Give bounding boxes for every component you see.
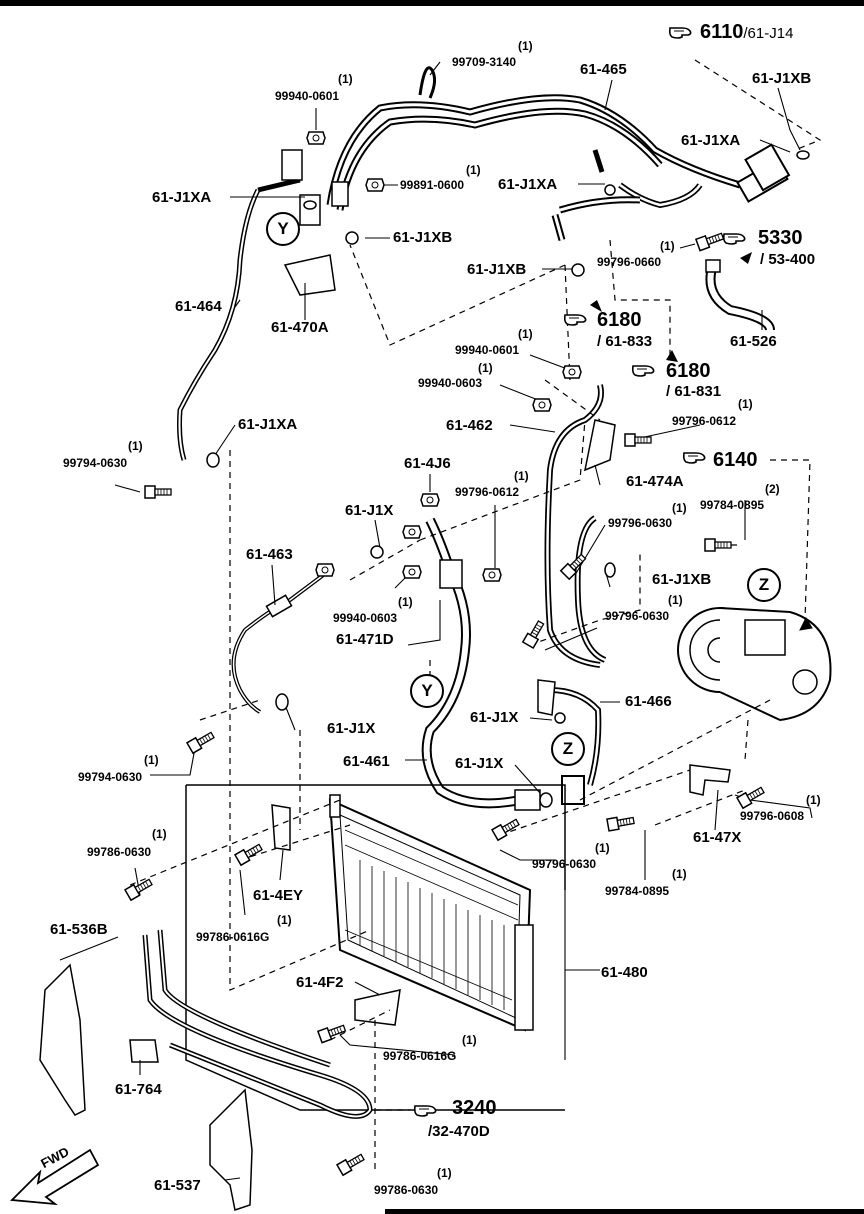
part-label-61-j1x: 61-J1X: [470, 709, 519, 726]
part-label-61-47x: 61-47X: [693, 829, 742, 846]
pointing-hand-icon: [682, 452, 706, 464]
part-label-61-463: 61-463: [246, 546, 293, 563]
qty-label: (1): [462, 1033, 477, 1047]
qty-label: (1): [338, 72, 353, 86]
part-label-99794-0630: 99794-0630: [63, 456, 128, 470]
part-label-99786-0616g: 99786-0616G: [196, 930, 270, 944]
part-label-99796-0612: 99796-0612: [455, 485, 520, 499]
marker-y-upper: Y: [266, 212, 300, 246]
part-label-61-j1xa: 61-J1XA: [238, 416, 298, 433]
qty-label: (1): [144, 753, 159, 767]
qty-label: (1): [466, 163, 481, 177]
part-label-61-526: 61-526: [730, 333, 777, 350]
part-label-99940-0601: 99940-0601: [455, 343, 520, 357]
part-label-61-j1xb: 61-J1XB: [467, 261, 527, 278]
qty-label: (1): [595, 841, 610, 855]
ref-label-6110: 6110/61-J14: [700, 21, 794, 43]
part-label-61-4f2: 61-4F2: [296, 974, 344, 991]
part-label-61-j1x: 61-J1X: [345, 502, 394, 519]
part-label-61-j1x: 61-J1X: [327, 720, 376, 737]
marker-z-hose: Z: [551, 732, 585, 766]
part-label-99796-0630: 99796-0630: [532, 857, 597, 871]
part-label-61-462: 61-462: [446, 417, 493, 434]
qty-label: (1): [437, 1166, 452, 1180]
qty-label: (1): [518, 327, 533, 341]
part-label-61-j1xb: 61-J1XB: [393, 229, 453, 246]
part-label-61-j1xa: 61-J1XA: [152, 189, 212, 206]
part-label-99796-0660: 99796-0660: [597, 255, 662, 269]
qty-label: (1): [277, 913, 292, 927]
ref-sub-5330: / 53-400: [760, 251, 816, 268]
part-label-99786-0630: 99786-0630: [374, 1183, 439, 1197]
part-label-99784-0895: 99784-0895: [700, 498, 765, 512]
pointing-hand-icon: [631, 365, 655, 377]
qty-label: (1): [672, 501, 687, 515]
qty-label: (1): [660, 239, 675, 253]
pointing-hand-icon: [722, 233, 746, 245]
part-label-61-j1xb: 61-J1XB: [752, 70, 812, 87]
ref-sub-3240: /32-470D: [428, 1123, 490, 1140]
marker-y-lower: Y: [410, 674, 444, 708]
ref-label-6180: 6180: [597, 309, 642, 331]
part-label-99940-0603: 99940-0603: [333, 611, 398, 625]
qty-label: (1): [738, 397, 753, 411]
qty-label: (1): [806, 793, 821, 807]
part-label-61-537: 61-537: [154, 1177, 201, 1194]
ref-sub-6180: / 61-831: [666, 383, 722, 400]
top-rule: [0, 0, 864, 6]
part-label-99796-0630: 99796-0630: [608, 516, 673, 530]
part-label-61-466: 61-466: [625, 693, 672, 710]
qty-label: (1): [478, 361, 493, 375]
part-label-99784-0895: 99784-0895: [605, 884, 670, 898]
part-label-99796-0630: 99796-0630: [605, 609, 670, 623]
part-label-61-461: 61-461: [343, 753, 390, 770]
ref-label-6180: 6180: [666, 360, 711, 382]
part-label-61-4j6: 61-4J6: [404, 455, 451, 472]
bottom-rule: [385, 1209, 864, 1214]
part-label-61-j1x: 61-J1X: [455, 755, 504, 772]
qty-label: (1): [514, 469, 529, 483]
part-label-99786-0630: 99786-0630: [87, 845, 152, 859]
part-label-61-j1xa: 61-J1XA: [498, 176, 558, 193]
ref-label-5330: 5330: [758, 227, 803, 249]
part-label-99786-0616g: 99786-0616G: [383, 1049, 457, 1063]
part-label-61-480: 61-480: [601, 964, 648, 981]
qty-label: (1): [672, 867, 687, 881]
forward-arrow-icon: [10, 1148, 100, 1206]
marker-z-compressor: Z: [747, 568, 781, 602]
part-label-99940-0601: 99940-0601: [275, 89, 340, 103]
ref-sub-6180: / 61-833: [597, 333, 653, 350]
part-label-99891-0600: 99891-0600: [400, 178, 465, 192]
qty-label: (1): [668, 593, 683, 607]
part-label-61-464: 61-464: [175, 298, 222, 315]
qty-label: (2): [765, 482, 780, 496]
part-label-61-764: 61-764: [115, 1081, 162, 1098]
pointing-hand-icon: [563, 314, 587, 326]
part-label-61-j1xa: 61-J1XA: [681, 132, 741, 149]
part-label-61-4ey: 61-4EY: [253, 887, 304, 904]
part-label-99796-0608: 99796-0608: [740, 809, 805, 823]
part-label-61-474a: 61-474A: [626, 473, 684, 490]
part-label-99794-0630: 99794-0630: [78, 770, 143, 784]
qty-label: (1): [518, 39, 533, 53]
ref-label-6140: 6140: [713, 449, 758, 471]
qty-label: (1): [398, 595, 413, 609]
part-label-99796-0612: 99796-0612: [672, 414, 737, 428]
qty-label: (1): [152, 827, 167, 841]
part-label-61-465: 61-465: [580, 61, 627, 78]
pointing-hand-icon: [668, 27, 692, 39]
part-label-99940-0603: 99940-0603: [418, 376, 483, 390]
part-label-61-471d: 61-471D: [336, 631, 394, 648]
part-label-99709-3140: 99709-3140: [452, 55, 517, 69]
part-label-61-470a: 61-470A: [271, 319, 329, 336]
ref-label-3240: 3240: [452, 1097, 497, 1119]
pointing-hand-icon: [413, 1105, 437, 1117]
part-label-61-j1xb: 61-J1XB: [652, 571, 712, 588]
part-label-61-536b: 61-536B: [50, 921, 108, 938]
qty-label: (1): [128, 439, 143, 453]
